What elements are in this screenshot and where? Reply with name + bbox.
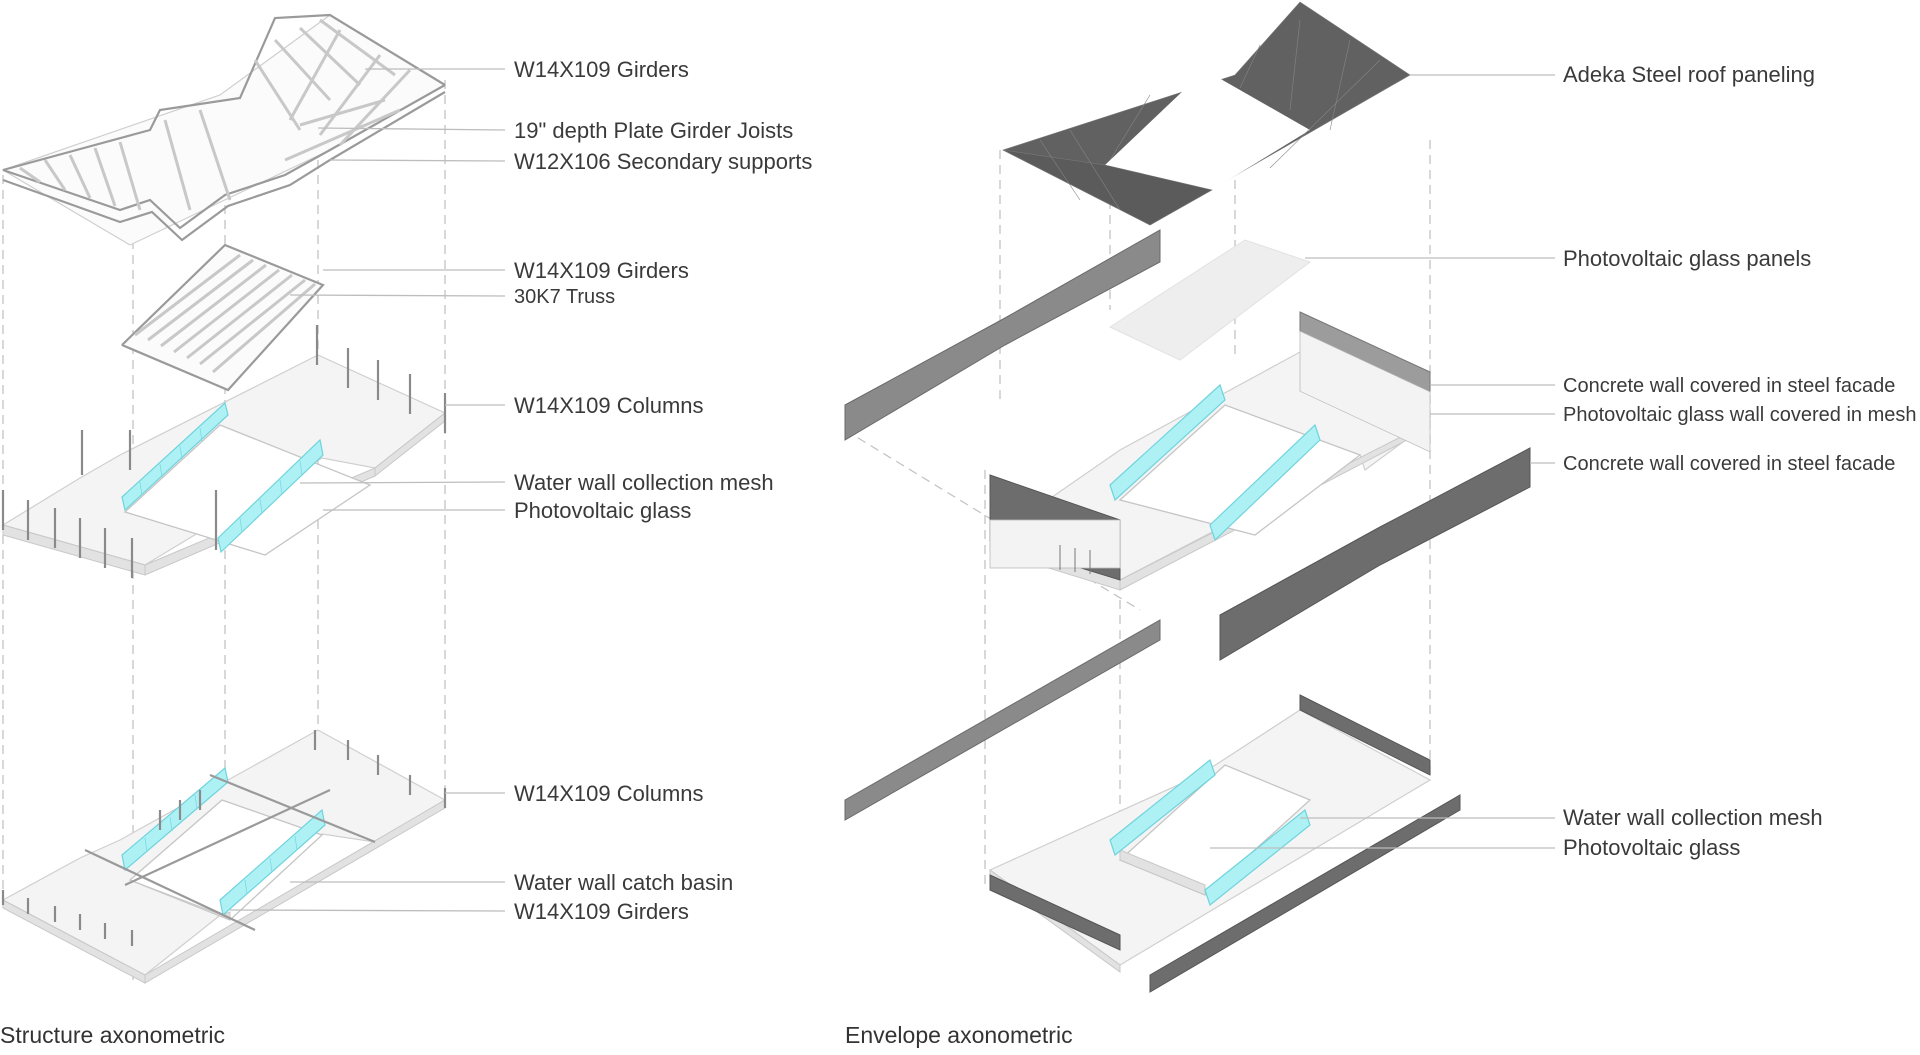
lower-floor-structure bbox=[1, 729, 447, 984]
label-roof-girders: W14X109 Girders bbox=[514, 57, 689, 82]
label-lower-girders: W14X109 Girders bbox=[514, 899, 689, 924]
label-envelope-collection-mesh: Water wall collection mesh bbox=[1563, 805, 1823, 830]
envelope-leaders bbox=[1210, 74, 1555, 849]
label-pv-glass-wall: Photovoltaic glass wall covered in mesh bbox=[1563, 404, 1917, 426]
label-upper-photovoltaic-glass: Photovoltaic glass bbox=[514, 498, 691, 523]
label-catch-basin: Water wall catch basin bbox=[514, 870, 733, 895]
lower-left-facade-wall bbox=[844, 619, 1161, 821]
label-upper-columns: W14X109 Columns bbox=[514, 393, 704, 418]
label-upper-collection-mesh: Water wall collection mesh bbox=[514, 470, 774, 495]
pv-glass-panels bbox=[1108, 239, 1312, 361]
upper-left-facade-wall bbox=[844, 229, 1161, 441]
label-lower-columns: W14X109 Columns bbox=[514, 781, 704, 806]
envelope-caption: Envelope axonometric bbox=[845, 1022, 1073, 1048]
label-pv-glass-panels: Photovoltaic glass panels bbox=[1563, 246, 1811, 271]
label-concrete-wall-2: Concrete wall covered in steel facade bbox=[1563, 453, 1895, 475]
lower-envelope-floor bbox=[988, 694, 1461, 993]
upper-floor-structure bbox=[1, 325, 447, 578]
structure-axonometric: W14X109 Girders 19" depth Plate Girder J… bbox=[0, 13, 812, 1048]
label-30k7-truss: 30K7 Truss bbox=[514, 286, 615, 308]
structure-labels: W14X109 Girders 19" depth Plate Girder J… bbox=[514, 57, 812, 924]
label-plate-girder-joists: 19" depth Plate Girder Joists bbox=[514, 118, 793, 143]
label-truss-girders: W14X109 Girders bbox=[514, 258, 689, 283]
envelope-axonometric: Adeka Steel roof paneling Photovoltaic g… bbox=[844, 1, 1917, 1048]
upper-envelope-floor bbox=[988, 311, 1432, 591]
roof-structure bbox=[1, 13, 447, 246]
roof-joists bbox=[19, 18, 412, 211]
right-facade-wall bbox=[1219, 447, 1531, 661]
label-roof-paneling: Adeka Steel roof paneling bbox=[1563, 62, 1815, 87]
structure-leaders bbox=[229, 68, 506, 912]
structure-caption: Structure axonometric bbox=[0, 1022, 225, 1048]
roof-paneling bbox=[1002, 1, 1411, 226]
truss-frame bbox=[120, 243, 325, 392]
envelope-labels: Adeka Steel roof paneling Photovoltaic g… bbox=[1563, 62, 1917, 860]
upper-columns bbox=[1, 325, 447, 578]
label-concrete-wall-1: Concrete wall covered in steel facade bbox=[1563, 375, 1895, 397]
label-envelope-photovoltaic-glass: Photovoltaic glass bbox=[1563, 835, 1740, 860]
lower-columns bbox=[1, 730, 447, 946]
label-secondary-supports: W12X106 Secondary supports bbox=[514, 149, 812, 174]
